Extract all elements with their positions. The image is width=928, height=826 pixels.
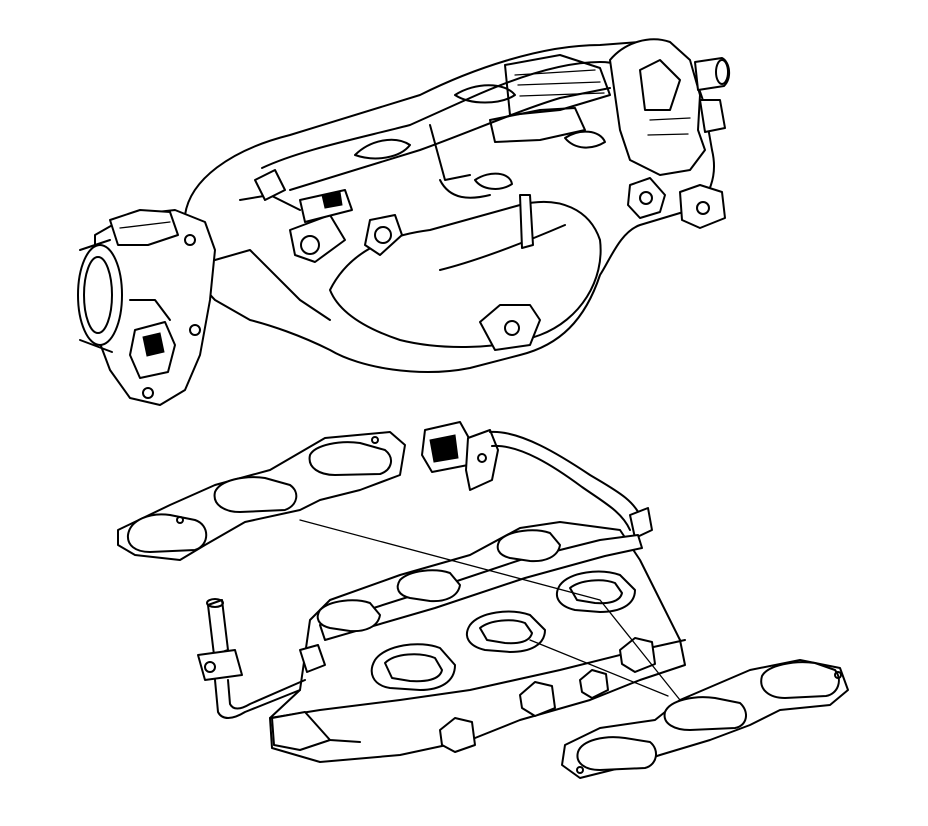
lower-port [370,643,456,691]
injector-boss [439,717,476,753]
sensor-connector [421,421,653,539]
intake-manifold-gasket-left [117,431,406,561]
runner-bump [564,130,606,149]
lower-port [396,569,461,603]
gasket-left-port [213,476,298,513]
injector-boss [619,637,656,673]
coolant-port [694,57,730,91]
throttle-body [77,209,216,406]
gasket-right-port [663,696,747,731]
sensor-hose [489,430,643,521]
lower-port [556,570,636,613]
mounting-boss-front [479,304,541,351]
lower-port [316,599,381,633]
intake-manifold-gasket-right [561,659,849,779]
lower-intake-manifold [269,519,686,763]
gasket-left-port [308,441,392,476]
vacuum-port [364,214,403,256]
gasket-right-port [576,736,657,771]
throttle-body-housing [94,209,216,406]
fuel-pipe-tube [214,679,301,719]
lower-port [496,529,561,563]
fuel-pipe-end [207,599,229,656]
lower-port [466,610,546,653]
throttle-bore [77,244,123,346]
egr-actuator [609,38,706,176]
runner-bump [454,84,516,104]
map-sensor-stud [519,194,534,249]
fuel-rail-pipe [197,598,306,719]
runner-bump [474,172,513,190]
alignment-line [299,519,681,701]
runner-bump [354,138,411,160]
runner-elbow [329,200,602,348]
injector-boss [519,681,556,717]
mounting-boss-right [679,184,726,229]
gasket-left-port [126,513,208,553]
upper-intake-manifold [184,38,730,373]
pcv-fitting [254,169,286,201]
injector-boss [579,669,609,699]
gasket-right-port [760,661,840,699]
